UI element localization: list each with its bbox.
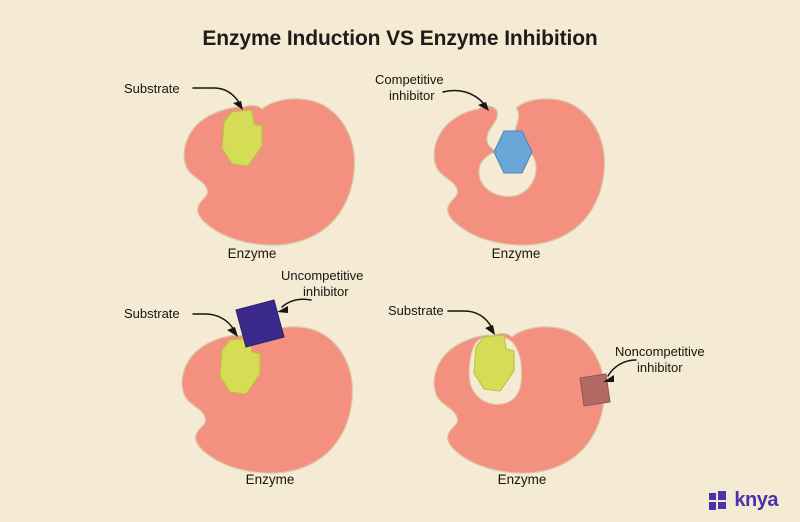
panel-uncompetitive-inhibition: Substrate Uncompetitive inhibitor Enzyme — [124, 268, 363, 487]
noncompetitive-inhibitor-shape — [579, 373, 611, 407]
callout-uncompetitive-inhibitor: Uncompetitive inhibitor — [277, 268, 363, 313]
callout-label-competitive-line1: Competitive — [375, 72, 444, 87]
callout-label-uncompetitive-line2: inhibitor — [303, 284, 349, 299]
page-title: Enzyme Induction VS Enzyme Inhibition — [202, 27, 598, 50]
enzyme-label: Enzyme — [498, 472, 547, 487]
knya-logo-mark-icon — [709, 490, 728, 510]
leader-line — [607, 359, 637, 377]
callout-label-uncompetitive-line1: Uncompetitive — [281, 268, 363, 283]
enzyme-shape — [433, 98, 606, 246]
callout-label-substrate: Substrate — [124, 81, 180, 96]
knya-logo-text: knya — [734, 489, 778, 511]
arrowhead — [603, 375, 614, 382]
callout-substrate: Substrate — [124, 81, 243, 110]
arrowhead — [485, 325, 495, 335]
callout-label-substrate: Substrate — [124, 306, 180, 321]
callout-label-noncompetitive-line1: Noncompetitive — [615, 344, 705, 359]
callout-substrate: Substrate — [124, 306, 238, 337]
arrowhead — [233, 101, 243, 110]
callout-substrate: Substrate — [388, 303, 495, 335]
callout-label-competitive-line2: inhibitor — [389, 88, 435, 103]
uncompetitive-inhibitor-shape — [235, 299, 285, 348]
callout-label-substrate: Substrate — [388, 303, 444, 318]
leader-line — [442, 89, 485, 105]
leader-line — [192, 87, 241, 105]
leader-line — [192, 313, 235, 331]
arrowhead — [478, 102, 489, 111]
enzyme-label: Enzyme — [228, 246, 277, 261]
panel-normal-enzyme: Substrate Enzyme — [124, 81, 356, 261]
enzyme-shape — [181, 326, 354, 474]
enzyme-shape — [183, 98, 356, 246]
substrate-shape — [221, 109, 263, 167]
competitive-inhibitor-shape — [493, 130, 533, 174]
enzyme-label: Enzyme — [246, 472, 295, 487]
arrowhead — [227, 327, 238, 337]
enzyme-label: Enzyme — [492, 246, 541, 261]
substrate-shape — [473, 334, 515, 392]
leader-line — [447, 310, 493, 329]
callout-noncompetitive-inhibitor: Noncompetitive inhibitor — [603, 344, 705, 382]
panel-competitive-inhibition: Competitive inhibitor Enzyme — [375, 72, 606, 261]
panel-noncompetitive-inhibition: Substrate Noncompetitive inhibitor Enzym… — [388, 303, 705, 487]
enzyme-shape — [433, 326, 606, 474]
callout-label-noncompetitive-line2: inhibitor — [637, 360, 683, 375]
arrowhead — [277, 306, 288, 313]
leader-line — [281, 298, 312, 308]
callout-competitive-inhibitor: Competitive inhibitor — [375, 72, 489, 111]
knya-logo: knya — [709, 490, 778, 510]
